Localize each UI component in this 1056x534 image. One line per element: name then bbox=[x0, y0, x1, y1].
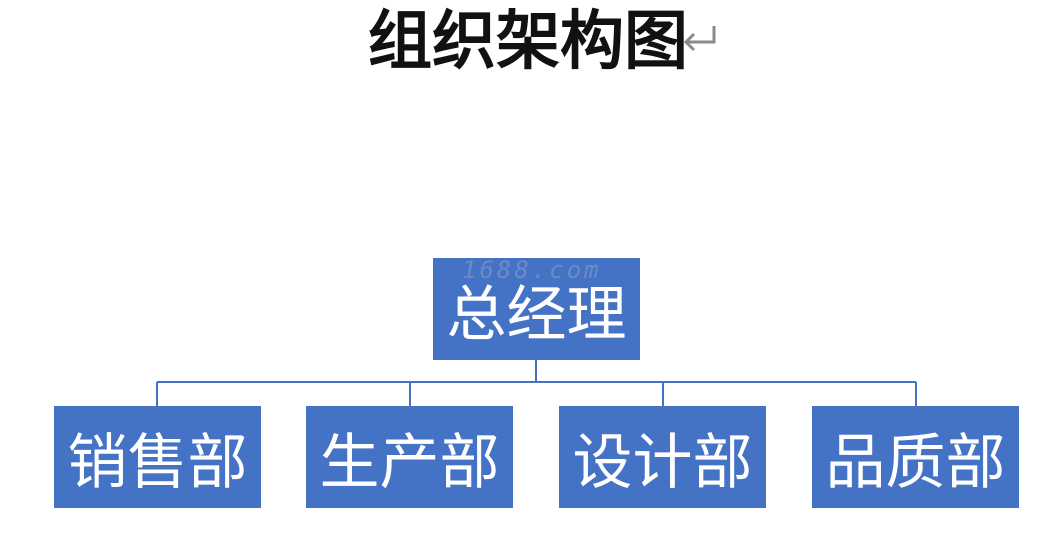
org-node-root[interactable]: 总经理 bbox=[433, 258, 640, 360]
title-text: 组织架构图 bbox=[368, 5, 688, 79]
org-node-label: 品质部 bbox=[825, 427, 1006, 498]
paragraph-mark-icon bbox=[683, 26, 716, 52]
org-node-quality[interactable]: 品质部 bbox=[812, 406, 1019, 508]
org-node-production[interactable]: 生产部 bbox=[306, 406, 513, 508]
org-node-label: 生产部 bbox=[319, 427, 500, 498]
org-node-root-label: 总经理 bbox=[446, 279, 627, 350]
org-node-design[interactable]: 设计部 bbox=[559, 406, 766, 508]
org-node-sales[interactable]: 销售部 bbox=[54, 406, 261, 508]
org-node-label: 设计部 bbox=[572, 427, 753, 498]
page-title: 组织架构图 bbox=[0, 4, 1056, 80]
watermark: 1688.com bbox=[462, 256, 602, 284]
org-node-label: 销售部 bbox=[67, 427, 248, 498]
